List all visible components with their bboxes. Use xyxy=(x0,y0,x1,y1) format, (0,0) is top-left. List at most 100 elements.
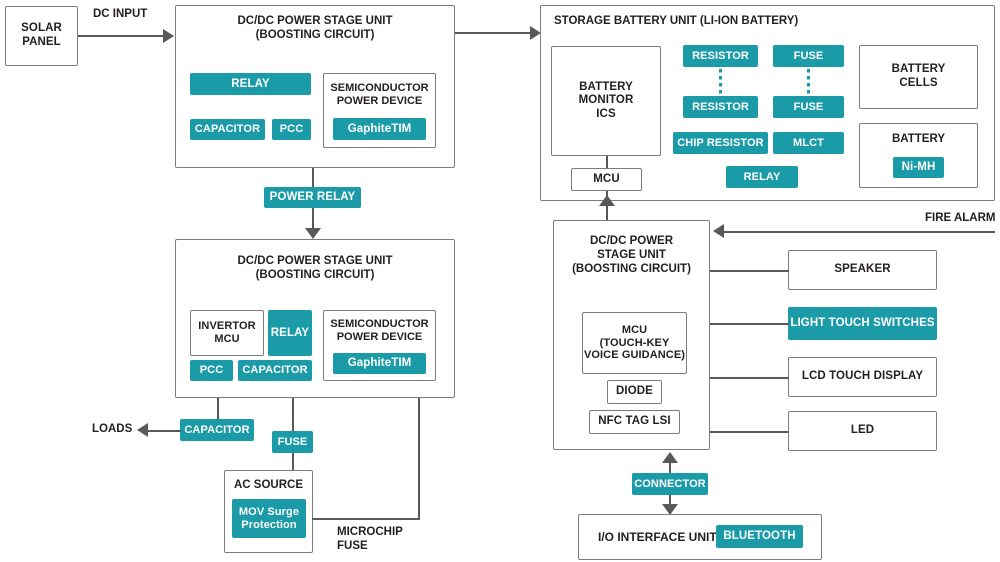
fuse-dotted-connector xyxy=(807,69,810,96)
dcdc-top-semiconductor-title: SEMICONDUCTOR POWER DEVICE xyxy=(330,82,429,108)
solar-panel-label: SOLAR PANEL xyxy=(21,22,62,48)
connector-line-lower xyxy=(669,495,671,507)
control-mcu-box[interactable]: MCU (TOUCH-KEY VOICE GUIDANCE) xyxy=(582,312,687,374)
loads-arrowhead xyxy=(137,423,148,437)
connector-chip[interactable]: CONNECTOR xyxy=(632,473,708,495)
light-touch-switches-connector-line xyxy=(710,323,789,325)
bluetooth-label: BLUETOOTH xyxy=(723,530,796,543)
dc-input-line xyxy=(78,35,166,37)
power-relay-arrowhead xyxy=(305,228,321,239)
power-relay-line-upper xyxy=(312,168,314,188)
fire-alarm-arrowhead xyxy=(713,224,724,238)
microchip-fuse-label: MICROCHIP FUSE xyxy=(337,526,403,552)
led-box[interactable]: LED xyxy=(788,411,937,451)
resistor-dotted-connector xyxy=(719,69,722,96)
diode-box[interactable]: DIODE xyxy=(607,380,662,404)
control-to-mcu-arrowhead xyxy=(599,195,615,206)
dcdc-top-pcc-chip[interactable]: PCC xyxy=(272,119,311,140)
dcdc-top-graphitetim-chip[interactable]: GaphiteTIM xyxy=(333,118,426,140)
dcdc-top-graphitetim-label: GaphiteTIM xyxy=(347,122,412,135)
connector-arrowhead-up xyxy=(662,452,678,463)
storage-resistor-label-1: RESISTOR xyxy=(692,49,749,62)
mov-surge-protection-label: MOV Surge Protection xyxy=(238,506,300,531)
battery-cells-label: BATTERY CELLS xyxy=(891,63,946,89)
battery-title: BATTERY xyxy=(891,133,946,145)
power-relay-label: POWER RELAY xyxy=(269,191,356,204)
dcdc-top-to-storage-arrowhead xyxy=(530,26,541,40)
dcdc-bottom-relay-chip[interactable]: RELAY xyxy=(268,310,312,356)
storage-resistor-chip-2[interactable]: RESISTOR xyxy=(683,96,758,118)
storage-chip-resistor-chip[interactable]: CHIP RESISTOR xyxy=(673,132,768,154)
dcdc-bottom-graphitetim-label: GaphiteTIM xyxy=(347,357,412,370)
dcdc-control-title: DC/DC POWER STAGE UNIT (BOOSTING CIRCUIT… xyxy=(572,235,691,276)
solar-panel-box[interactable]: SOLAR PANEL xyxy=(5,6,78,66)
fuse-out-chip[interactable]: FUSE xyxy=(272,431,313,453)
led-connector-line xyxy=(710,431,789,433)
dcdc-bottom-semiconductor-title: SEMICONDUCTOR POWER DEVICE xyxy=(330,318,429,344)
lcd-touch-display-label: LCD TOUCH DISPLAY xyxy=(801,370,924,383)
bluetooth-chip[interactable]: BLUETOOTH xyxy=(716,525,803,548)
loads-label: LOADS xyxy=(92,423,133,435)
lcd-touch-display-box[interactable]: LCD TOUCH DISPLAY xyxy=(788,357,937,397)
loads-line xyxy=(147,430,181,432)
storage-resistor-chip-1[interactable]: RESISTOR xyxy=(683,45,758,67)
fuse-out-drop-line-lower xyxy=(292,453,294,471)
battery-monitor-ics-box[interactable]: BATTERY MONITOR ICS xyxy=(551,46,661,156)
speaker-label: SPEAKER xyxy=(834,263,891,276)
diode-label: DIODE xyxy=(616,385,653,398)
invertor-mcu-label: INVERTOR MCU xyxy=(198,320,256,345)
dcdc-bottom-relay-label: RELAY xyxy=(270,326,310,339)
power-relay-line-lower xyxy=(312,208,314,231)
connector-label: CONNECTOR xyxy=(634,477,706,490)
dcdc-bottom-pcc-chip[interactable]: PCC xyxy=(190,360,233,381)
storage-mcu-box[interactable]: MCU xyxy=(571,168,642,191)
fuse-out-drop-line-upper xyxy=(292,398,294,432)
invertor-mcu-box[interactable]: INVERTOR MCU xyxy=(190,310,264,356)
battery-monitor-to-mcu-line xyxy=(606,156,608,169)
light-touch-switches-chip[interactable]: LIGHT TOUCH SWITCHES xyxy=(788,307,937,340)
control-to-mcu-line xyxy=(606,191,608,231)
fire-alarm-line xyxy=(723,231,995,233)
control-mcu-label: MCU (TOUCH-KEY VOICE GUIDANCE) xyxy=(583,323,686,362)
io-interface-unit-label: I/O INTERFACE UNIT xyxy=(598,530,717,544)
storage-fuse-label-1: FUSE xyxy=(793,49,824,62)
storage-fuse-label-2: FUSE xyxy=(793,100,824,113)
dcdc-bottom-graphitetim-chip[interactable]: GaphiteTIM xyxy=(333,353,426,374)
fuse-out-label: FUSE xyxy=(277,435,308,448)
microchip-fuse-hline xyxy=(312,518,420,520)
dcdc-top-capacitor-label: CAPACITOR xyxy=(194,123,261,136)
storage-relay-chip[interactable]: RELAY xyxy=(726,166,798,188)
nfc-tag-lsi-box[interactable]: NFC TAG LSI xyxy=(589,410,680,434)
connector-line-upper xyxy=(669,458,671,473)
led-label: LED xyxy=(850,424,875,437)
storage-fuse-chip-2[interactable]: FUSE xyxy=(773,96,844,118)
storage-fuse-chip-1[interactable]: FUSE xyxy=(773,45,844,67)
capacitor-out-drop-line xyxy=(217,398,219,420)
mov-surge-protection-chip[interactable]: MOV Surge Protection xyxy=(232,499,306,538)
dcdc-top-capacitor-chip[interactable]: CAPACITOR xyxy=(190,119,265,140)
dcdc-bottom-capacitor-label: CAPACITOR xyxy=(242,364,308,377)
capacitor-out-chip[interactable]: CAPACITOR xyxy=(180,419,254,441)
fire-alarm-label: FIRE ALARM xyxy=(925,212,996,224)
speaker-box[interactable]: SPEAKER xyxy=(788,250,937,290)
microchip-fuse-vline xyxy=(418,398,420,519)
capacitor-out-label: CAPACITOR xyxy=(184,423,250,436)
storage-battery-unit-title: STORAGE BATTERY UNIT (LI-ION BATTERY) xyxy=(554,15,799,27)
lcd-touch-display-connector-line xyxy=(710,377,789,379)
battery-monitor-ics-label: BATTERY MONITOR ICS xyxy=(578,80,634,120)
nfc-tag-lsi-label: NFC TAG LSI xyxy=(598,415,671,428)
ac-source-title: AC SOURCE xyxy=(233,479,303,491)
dcdc-top-relay-chip[interactable]: RELAY xyxy=(190,73,311,95)
power-relay-chip[interactable]: POWER RELAY xyxy=(264,187,361,208)
dcdc-top-title: DC/DC POWER STAGE UNIT (BOOSTING CIRCUIT… xyxy=(237,15,393,42)
dcdc-top-pcc-label: PCC xyxy=(279,123,304,136)
dcdc-bottom-capacitor-chip[interactable]: CAPACITOR xyxy=(238,360,312,381)
dcdc-bottom-title: DC/DC POWER STAGE UNIT (BOOSTING CIRCUIT… xyxy=(237,255,393,282)
storage-chip-resistor-label: CHIP RESISTOR xyxy=(677,136,764,149)
battery-nimh-label: Ni-MH xyxy=(901,161,936,174)
storage-relay-label: RELAY xyxy=(743,170,781,183)
battery-cells-box[interactable]: BATTERY CELLS xyxy=(859,45,978,109)
battery-nimh-chip[interactable]: Ni-MH xyxy=(893,157,944,178)
storage-mlct-chip[interactable]: MLCT xyxy=(773,132,844,154)
